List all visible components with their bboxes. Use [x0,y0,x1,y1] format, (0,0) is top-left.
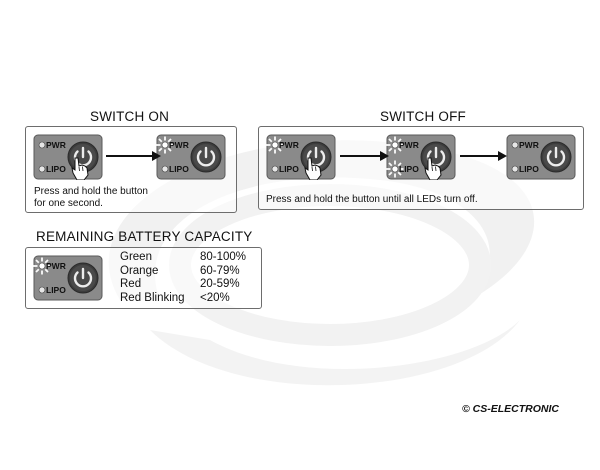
led-lit-icon [161,141,169,149]
battery-indicator-device: PWR LIPO [386,134,456,180]
capacity-range: <20% [200,291,230,304]
capacity-row-red: Red 20-59% [120,278,246,292]
power-button-icon [540,141,572,173]
capacity-color: Red [120,278,142,290]
led-lit-icon [271,141,279,149]
capacity-range: 80-100% [200,251,247,263]
arrow-right-icon [460,151,507,161]
pointing-hand-icon [71,157,89,180]
led-lit-icon [38,262,46,270]
battery-indicator-device: PWR LIPO [506,134,576,180]
lipo-label: LIPO [169,164,189,174]
lipo-label: LIPO [46,285,66,295]
capacity-color: Green [120,251,152,263]
led-lit-icon [391,165,399,173]
capacity-row-red-blinking: Red Blinking <20% [120,292,246,306]
power-button-icon [67,262,99,294]
led-off-icon [511,141,519,149]
led-off-icon [38,286,46,294]
led-off-icon [38,141,46,149]
battery-indicator-device: PWR LIPO [266,134,336,180]
pwr-label: PWR [399,140,419,150]
lipo-label: LIPO [46,164,66,174]
pwr-label: PWR [46,140,66,150]
led-lit-icon [391,141,399,149]
battery-indicator-device: PWR LIPO [33,255,103,301]
switch-on-title: SWITCH ON [90,109,170,124]
switch-on-caption-line2: for one second. [34,198,103,209]
battery-capacity-title: REMAINING BATTERY CAPACITY [36,229,253,244]
switch-off-title: SWITCH OFF [380,109,466,124]
copyright-text: © CS-ELECTRONIC [462,403,559,415]
led-off-icon [38,165,46,173]
led-off-icon [271,165,279,173]
battery-indicator-device: PWR LIPO [33,134,103,180]
lipo-label: LIPO [399,164,419,174]
capacity-row-green: Green 80-100% [120,251,246,265]
capacity-range: 60-79% [200,264,240,277]
pointing-hand-icon [304,157,322,180]
pwr-label: PWR [279,140,299,150]
pointing-hand-icon [424,157,442,180]
battery-indicator-device: PWR LIPO [156,134,226,180]
capacity-color: Orange [120,264,159,277]
switch-off-caption: Press and hold the button until all LEDs… [266,194,478,205]
pwr-label: PWR [169,140,189,150]
switch-on-caption-line1: Press and hold the button [34,186,148,197]
lipo-label: LIPO [279,164,299,174]
battery-capacity-table: Green 80-100% Orange 60-79% Red 20-59% R… [120,251,246,305]
capacity-row-orange: Orange 60-79% [120,265,246,279]
capacity-range: 20-59% [200,278,240,290]
led-off-icon [511,165,519,173]
power-button-icon [190,141,222,173]
pwr-label: PWR [46,261,66,271]
led-off-icon [161,165,169,173]
arrow-right-icon [106,151,161,161]
lipo-label: LIPO [519,164,539,174]
pwr-label: PWR [519,140,539,150]
arrow-right-icon [340,151,389,161]
capacity-color: Red Blinking [120,291,185,304]
